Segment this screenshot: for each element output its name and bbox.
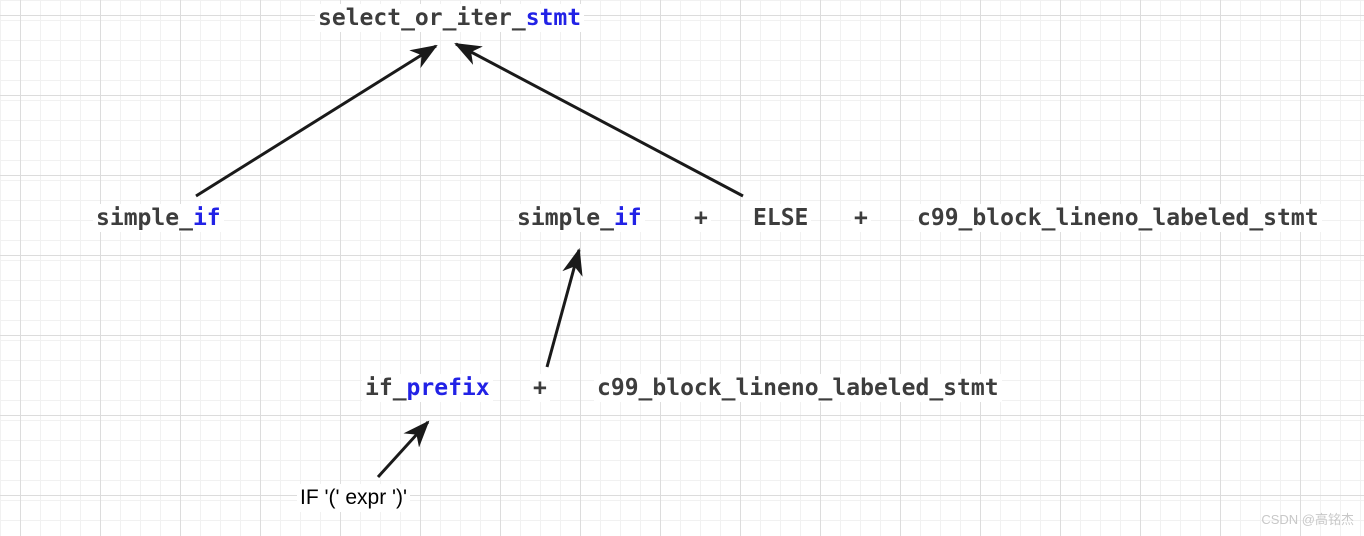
arrow-leaf-to-if-prefix [376,420,430,479]
node-simple-if-left-suffix: if [192,205,221,231]
node-if-prefix: if_prefix [362,374,493,402]
plus-operator-2: + [851,204,871,232]
node-if-prefix-prefix: if_ [365,375,407,401]
plus-operator-1: + [691,204,711,232]
node-select-or-iter-stmt: select_or_iter_stmt [315,4,585,32]
node-simple-if-mid-prefix: simple_ [517,205,614,231]
arrow-mid-group-to-root [454,42,744,198]
node-if-expr-leaf: IF '(' expr ')' [297,484,411,512]
node-if-prefix-suffix: prefix [406,375,490,401]
arrow-left-simple-if-to-root [195,44,438,198]
node-simple-if-mid-suffix: if [613,205,642,231]
node-else-keyword: ELSE [750,204,812,232]
node-simple-if-mid: simple_if [514,204,645,232]
node-simple-if-left: simple_if [93,204,224,232]
node-select-or-iter-stmt-suffix: stmt [525,5,582,31]
node-c99-block-lineno-labeled-stmt-1: c99_block_lineno_labeled_stmt [914,204,1322,232]
node-select-or-iter-stmt-prefix: select_or_iter_ [318,5,526,31]
csdn-watermark: CSDN @高铭杰 [1261,512,1354,527]
node-simple-if-left-prefix: simple_ [96,205,193,231]
arrow-lower-group-to-simple-if [545,247,583,368]
plus-operator-3: + [530,374,550,402]
node-c99-block-lineno-labeled-stmt-2: c99_block_lineno_labeled_stmt [594,374,1002,402]
